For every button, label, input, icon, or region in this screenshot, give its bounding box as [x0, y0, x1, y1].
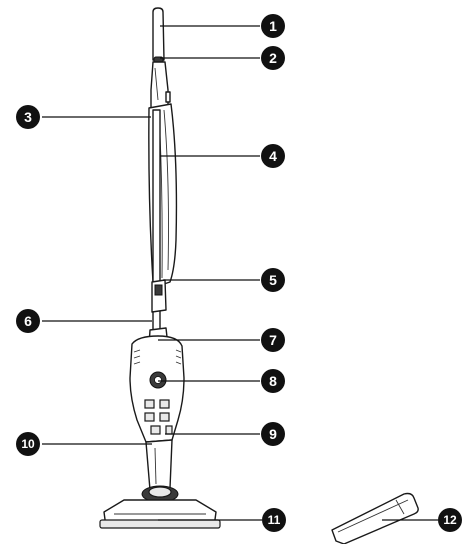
- callout-12-label: 12: [443, 513, 457, 527]
- callout-8-label: 8: [269, 373, 277, 389]
- callout-4: 4: [261, 144, 285, 168]
- callout-7: 7: [261, 328, 285, 352]
- nozzle-tube: [145, 439, 173, 491]
- callout-8: 8: [261, 369, 285, 393]
- callout-5: 5: [261, 268, 285, 292]
- callouts: 1 2 3 4 5 6: [16, 14, 462, 532]
- callout-6: 6: [16, 309, 40, 333]
- callout-1-label: 1: [269, 18, 277, 34]
- callout-12: 12: [438, 508, 462, 532]
- callout-3-label: 3: [24, 109, 32, 125]
- callout-5-label: 5: [269, 272, 277, 288]
- callout-9: 9: [261, 422, 285, 446]
- handle-grip: [152, 7, 165, 61]
- callout-1: 1: [261, 14, 285, 38]
- callout-7-label: 7: [269, 332, 277, 348]
- handle-tube: [152, 109, 161, 351]
- callout-10-label: 10: [21, 437, 35, 451]
- callout-2-label: 2: [269, 50, 277, 66]
- callout-6-label: 6: [24, 313, 32, 329]
- stick-vacuum-illustration: [99, 7, 221, 529]
- crevice-tool: [331, 492, 419, 544]
- callout-10: 10: [16, 432, 40, 456]
- callout-11-label: 11: [268, 513, 281, 527]
- callout-4-label: 4: [269, 148, 277, 164]
- crevice-tool-illustration: [331, 492, 419, 544]
- callout-3: 3: [16, 105, 40, 129]
- callout-9-label: 9: [269, 426, 277, 442]
- callout-2: 2: [261, 46, 285, 70]
- callout-11: 11: [262, 508, 286, 532]
